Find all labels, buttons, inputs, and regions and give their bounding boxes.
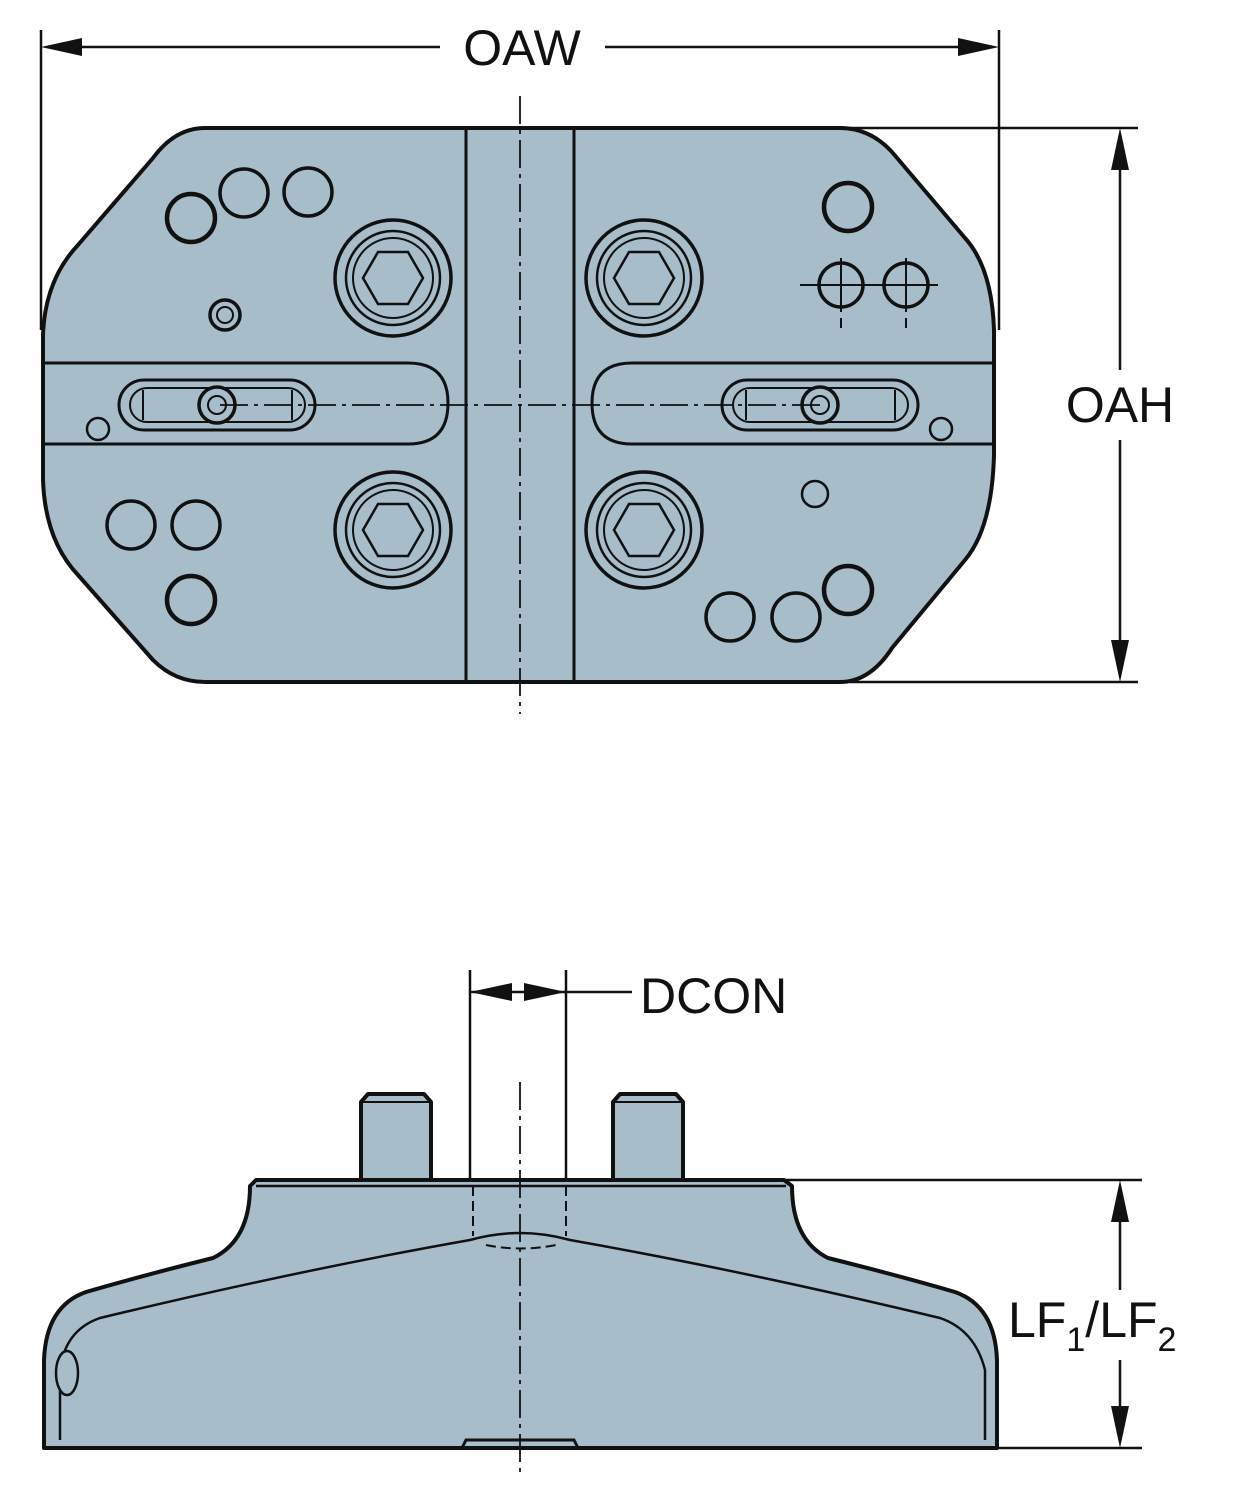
dcon-label: DCON [640, 968, 787, 1024]
oah-dimension: OAH [850, 126, 1174, 684]
oaw-label: OAW [463, 20, 581, 76]
screw-bottom-left [333, 470, 453, 590]
oaw-dimension: OAW [39, 20, 1001, 330]
pin-left [359, 1092, 433, 1182]
screw-top-left [333, 218, 453, 338]
dcon-dimension: DCON [468, 968, 787, 1180]
screw-top-right [584, 218, 704, 338]
holes [85, 166, 954, 643]
top-view [41, 96, 996, 714]
lf-label: LF1/LF2 [1008, 1292, 1176, 1359]
oah-label: OAH [1066, 377, 1174, 433]
side-view [42, 1082, 999, 1475]
screw-bottom-right [584, 470, 704, 590]
lf-dimension: LF1/LF2 [786, 1178, 1176, 1450]
pin-right [611, 1092, 685, 1182]
